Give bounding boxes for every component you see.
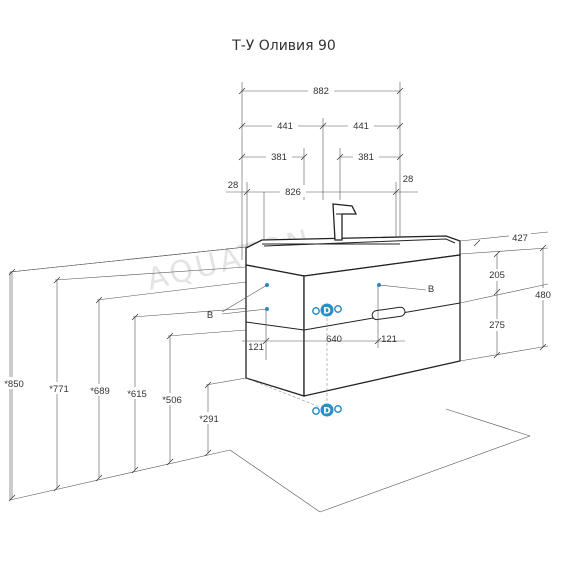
dim-28-right: 28 (403, 174, 414, 185)
label-d-upper: D (323, 307, 330, 317)
label-b-right: B (428, 284, 434, 295)
label-b-left: B (207, 310, 213, 321)
floor-guide (245, 377, 321, 408)
dim-882: 882 (313, 86, 329, 97)
d-marker-upper: D (312, 303, 342, 317)
dim-441-left: 441 (277, 121, 293, 132)
dim-28-left: 28 (228, 180, 239, 191)
dim-689: *689 (90, 386, 110, 397)
dim-850: *850 (4, 379, 24, 390)
dim-771: *771 (49, 384, 69, 395)
vanity-cabinet (245, 203, 461, 397)
dim-506: *506 (162, 395, 182, 406)
dim-381-left: 381 (271, 152, 287, 163)
dim-615: *615 (127, 389, 147, 400)
dim-121-left: 121 (248, 342, 264, 353)
dim-480: 480 (535, 290, 551, 301)
drawing-title: Т-У Оливия 90 (231, 38, 336, 54)
dim-291: *291 (199, 414, 219, 425)
dim-427: 427 (512, 233, 528, 244)
top-dimensions: 882 441 441 381 381 826 28 28 (226, 82, 418, 260)
dim-826: 826 (285, 187, 301, 198)
b-markers: B B (207, 283, 434, 321)
dim-121-right: 121 (381, 334, 397, 345)
dim-205: 205 (489, 270, 505, 281)
right-dimensions: 427 205 275 480 (459, 231, 555, 362)
dim-441-right: 441 (353, 121, 369, 132)
dim-640: 640 (326, 334, 342, 345)
dim-381-right: 381 (358, 152, 374, 163)
mounting-dimensions: 121 640 121 (242, 286, 405, 360)
d-marker-lower: D (312, 403, 342, 417)
label-d-lower: D (323, 407, 330, 417)
dim-275: 275 (489, 320, 505, 331)
